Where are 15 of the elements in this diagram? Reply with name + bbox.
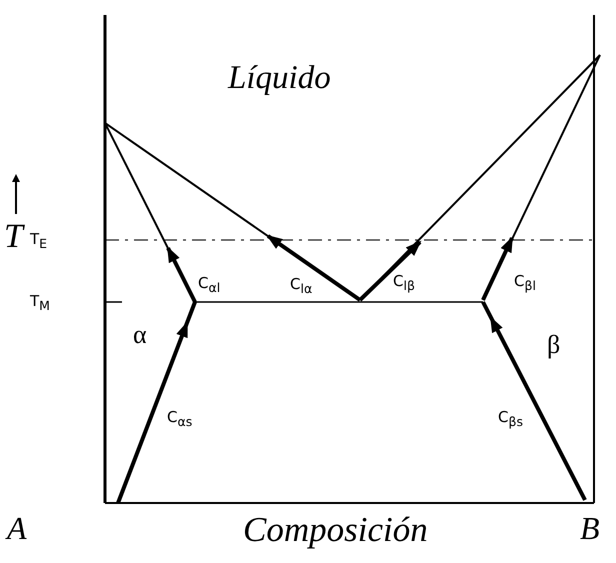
axis-label: Composición — [243, 512, 428, 547]
temperature-label: T$_{M}$ — [30, 294, 50, 312]
composition-label: C$_{αs}$ — [167, 410, 192, 428]
composition-label: C$_{βs}$ — [498, 410, 523, 428]
axis-label: T — [4, 220, 23, 254]
component-label: B — [580, 512, 600, 544]
phase-label: α — [133, 322, 147, 348]
composition-label: C$_{βl}$ — [514, 274, 536, 292]
composition-label: C$_{lα}$ — [290, 277, 312, 296]
composition-label: C$_{lβ}$ — [393, 274, 415, 292]
phase-label: β — [547, 332, 560, 358]
component-label: A — [7, 512, 27, 544]
composition-label: C$_{αl}$ — [198, 276, 220, 294]
phase-label: Líquido — [228, 62, 331, 95]
temperature-label: T$_{E}$ — [30, 232, 48, 250]
